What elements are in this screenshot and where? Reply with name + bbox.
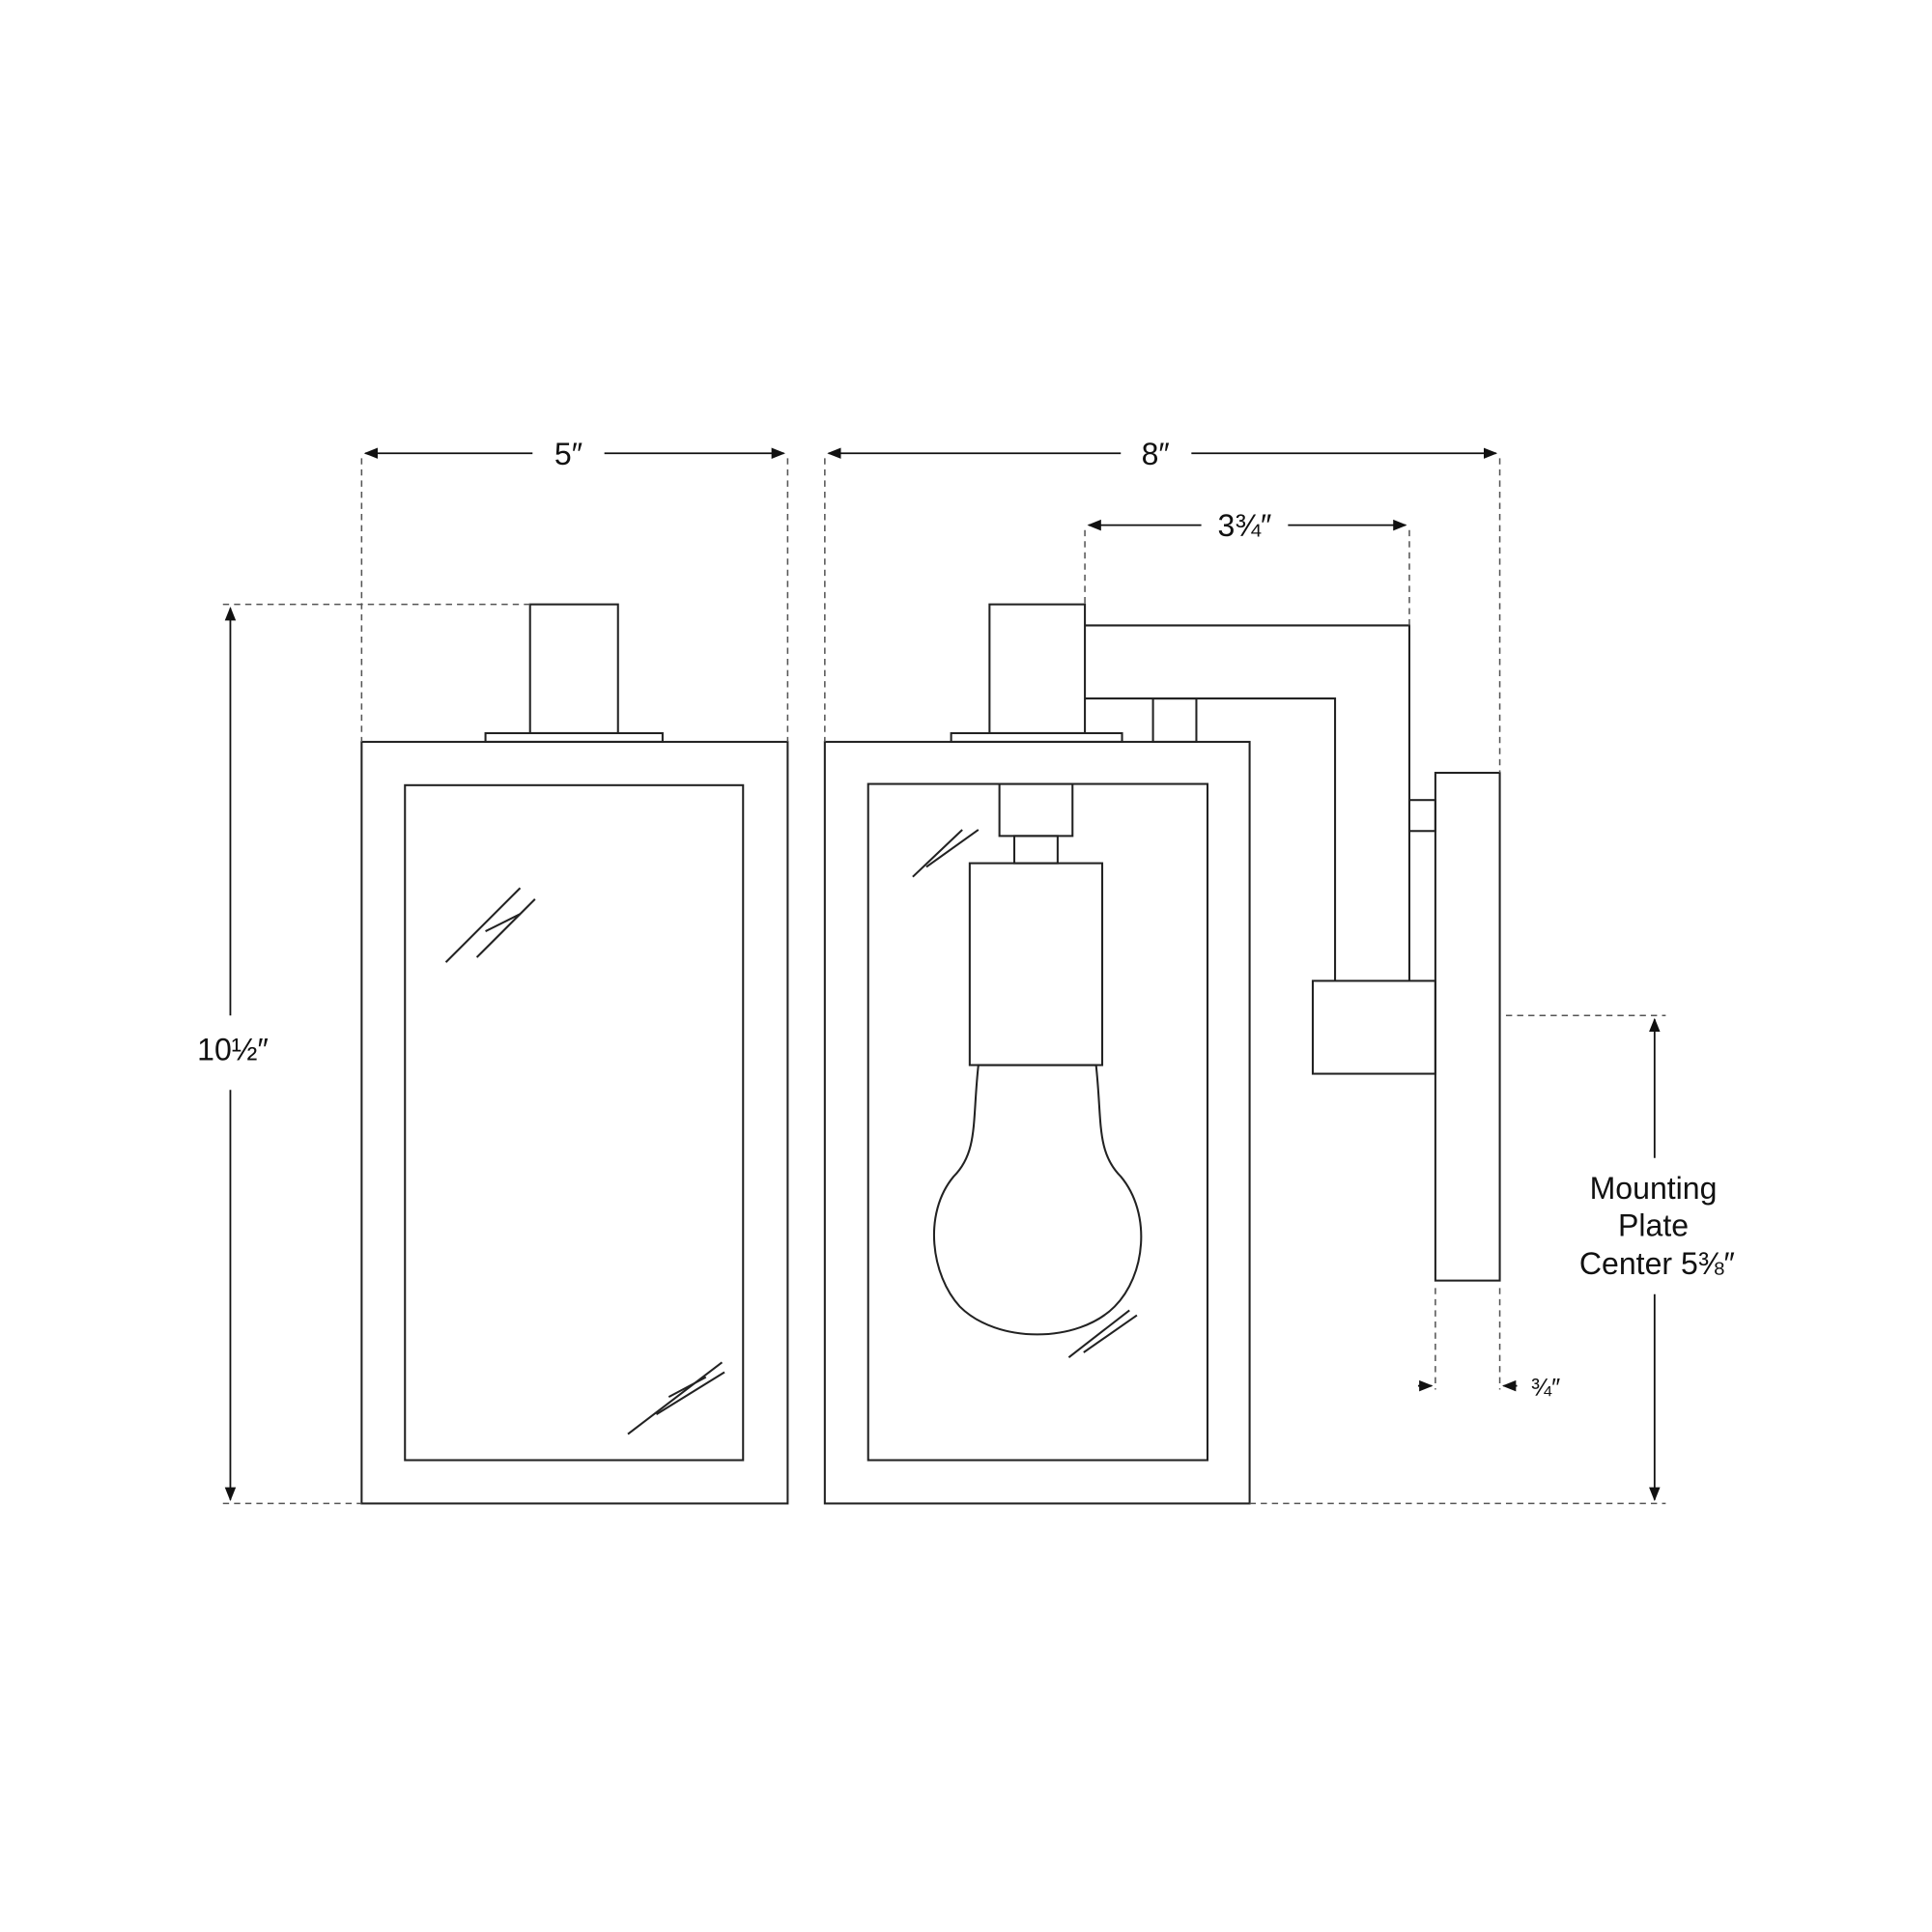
plate-spacer — [1407, 799, 1436, 833]
plate-depth-label: ¾″ — [1531, 1375, 1560, 1402]
socket-neck — [1012, 835, 1059, 865]
side-canopy-stem — [988, 603, 1087, 735]
mounting-label-line2: Plate — [1618, 1208, 1689, 1242]
mounting-plate — [1434, 771, 1501, 1282]
glass-reflection-icon — [912, 829, 1138, 1358]
mounting-label-line3: Center 5⅜″ — [1579, 1246, 1735, 1281]
light-bulb-icon — [932, 1064, 1143, 1336]
side-canopy-plate — [950, 731, 1123, 743]
glass-reflection-icon — [444, 887, 725, 1435]
side-view — [823, 603, 1501, 1505]
side-glass — [867, 782, 1209, 1462]
height-label: 10½″ — [197, 1032, 269, 1066]
arm-outer — [1085, 624, 1410, 981]
front-frame — [360, 740, 789, 1505]
dimension-lines — [222, 447, 1666, 1505]
arm-mount-block — [1311, 980, 1436, 1075]
front-glass — [404, 783, 745, 1462]
arm-extension-label: 3¾″ — [1218, 508, 1272, 543]
front-canopy-plate — [484, 731, 664, 743]
side-frame — [823, 740, 1251, 1505]
socket-body — [968, 862, 1104, 1066]
arm-connector — [1151, 697, 1198, 743]
front-canopy-stem — [528, 603, 619, 735]
side-depth-label: 8″ — [1142, 437, 1170, 471]
front-view — [360, 603, 789, 1505]
front-width-label: 5″ — [554, 437, 582, 471]
socket-top — [998, 782, 1074, 838]
mounting-label-line1: Mounting — [1590, 1171, 1718, 1206]
